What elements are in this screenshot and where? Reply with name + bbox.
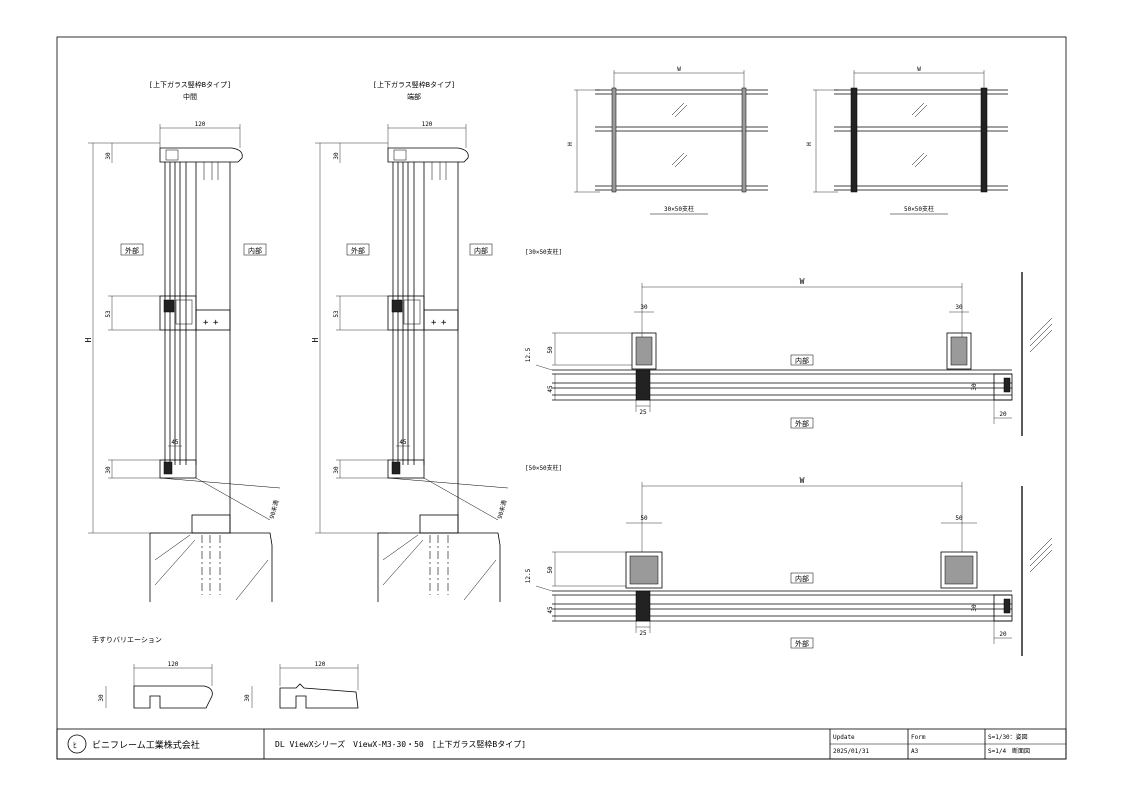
elev-right-w: W — [917, 66, 921, 73]
plan-30-title: [30×50支柱] — [525, 248, 562, 256]
dim-120-middle: 120 — [195, 121, 206, 128]
update-label: Update — [833, 734, 855, 741]
plan-50-label-outside: 外部 — [795, 639, 809, 648]
svg-text:ﾋ: ﾋ — [73, 741, 77, 750]
elev-left-caption: 30×50支柱 — [664, 205, 694, 213]
elev-right-caption: 50×50支柱 — [904, 205, 934, 213]
dim-h-end: H — [311, 337, 320, 342]
section-middle-subtitle: 中間 — [183, 92, 197, 101]
sheet-border — [56, 36, 1067, 760]
svg-text:+: + — [203, 318, 209, 328]
plan-30-dim45: 45 — [547, 385, 554, 393]
plan-50-w: W — [800, 476, 805, 485]
elev-left-w: W — [677, 66, 681, 73]
form-label: Form — [911, 734, 926, 741]
section-end-title: [上下ガラス竪枠Bタイプ] — [373, 80, 456, 89]
plan-50-dim50-left: 50 — [640, 515, 648, 522]
update-value: 2025/01/31 — [833, 748, 870, 755]
plan-50-dim12-5: 12.5 — [525, 568, 532, 583]
label-outside-middle: 外部 — [125, 246, 139, 255]
plan-30-label-inside: 内部 — [795, 356, 809, 365]
dim-120-end: 120 — [422, 121, 433, 128]
handrail-b-dim30: 30 — [244, 694, 251, 702]
handrail-b-dim120: 120 — [315, 661, 326, 668]
label-outside-end: 外部 — [351, 246, 365, 255]
dim-90-middle: 90未満 — [268, 499, 281, 520]
plan-30x50: [30×50支柱] W 30 30 50 12.5 45 — [525, 248, 1053, 436]
section-end-subtitle: 端部 — [407, 92, 421, 101]
svg-text:+: + — [213, 318, 219, 328]
section-end: [上下ガラス竪枠Bタイプ] 端部 120 H 30 53 30 45 — [311, 80, 508, 602]
label-inside-middle: 内部 — [248, 246, 262, 255]
elevation-30x50: W H 30×50支柱 — [567, 66, 768, 215]
plan-50-dim30-wall: 30 — [971, 604, 978, 612]
plan-50-dim20: 20 — [999, 631, 1007, 638]
elev-right-h: H — [806, 142, 813, 146]
plan-30-dim30-wall: 30 — [971, 383, 978, 391]
dim-53-end: 53 — [333, 310, 340, 318]
dim-90-end: 90未満 — [496, 499, 509, 520]
dim-h-middle: H — [84, 337, 93, 342]
plan-30-dim12-5: 12.5 — [525, 347, 532, 362]
plan-30-dim20: 20 — [999, 411, 1007, 418]
plan-50x50: [50×50支柱] W 50 50 50 12.5 45 25 — [525, 464, 1053, 656]
plan-30-dim30-left: 30 — [640, 304, 648, 311]
plan-50-dim25: 25 — [639, 630, 647, 637]
svg-text:+: + — [431, 318, 437, 328]
plan-30-label-outside: 外部 — [795, 419, 809, 428]
drawing-title: DL ViewXシリーズ ViewX-M3-30・50 [上下ガラス竪枠Bタイプ… — [275, 739, 526, 749]
handrail-a-dim120: 120 — [168, 661, 179, 668]
plan-30-dim25: 25 — [639, 409, 647, 416]
handrail-a-dim30: 30 — [98, 694, 105, 702]
dim-30-top-end: 30 — [333, 152, 340, 160]
svg-text:+: + — [441, 318, 447, 328]
plan-50-dim50-right: 50 — [955, 515, 963, 522]
elevation-50x50: W H 50×50支柱 — [806, 66, 1008, 215]
scale-line-2: S=1/4 断面図 — [988, 747, 1030, 755]
handrail-variations: 手すりバリエーション 120 30 120 30 — [92, 635, 359, 709]
title-block: ﾋ ビニフレーム工業株式会社 DL ViewXシリーズ ViewX-M3-30・… — [56, 728, 1067, 760]
elev-left-h: H — [567, 142, 574, 146]
scale-line-1: S=1/30：姿図 — [988, 733, 1028, 741]
plan-30-w: W — [800, 277, 805, 286]
company-name: ビニフレーム工業株式会社 — [92, 739, 200, 751]
handrail-title: 手すりバリエーション — [92, 635, 162, 644]
plan-30-dim30-right: 30 — [955, 304, 963, 311]
dim-30-bottom-end: 30 — [333, 466, 340, 474]
label-inside-end: 内部 — [474, 246, 488, 255]
plan-50-label-inside: 内部 — [795, 574, 809, 583]
company-logo — [67, 734, 87, 754]
plan-50-dim45: 45 — [547, 606, 554, 614]
plan-50-dim50: 50 — [547, 566, 554, 574]
form-value: A3 — [911, 748, 919, 755]
dim-30-bottom-middle: 30 — [105, 466, 112, 474]
dim-30-top-middle: 30 — [105, 152, 112, 160]
section-middle-title: [上下ガラス竪枠Bタイプ] — [149, 80, 232, 89]
plan-30-dim50: 50 — [547, 346, 554, 354]
section-middle: [上下ガラス竪枠Bタイプ] 中間 120 H 30 53 30 45 — [84, 80, 280, 602]
plan-50-title: [50×50支柱] — [525, 464, 562, 472]
dim-53-middle: 53 — [105, 310, 112, 318]
